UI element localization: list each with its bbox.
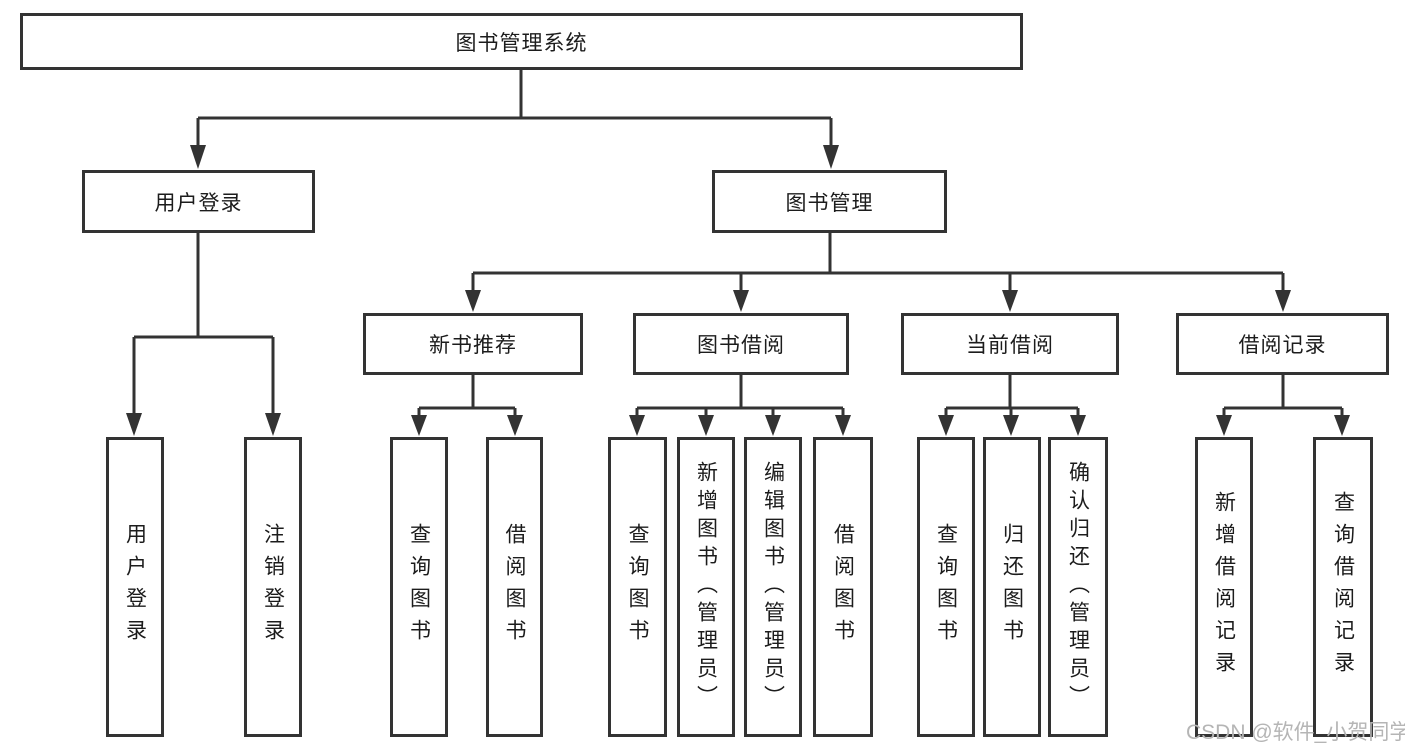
leaf-return-books-label: 归还图书 (1000, 523, 1024, 651)
leaf-query-borrow-record-label: 查询借阅记录 (1331, 491, 1355, 683)
connector-borrowing-split (635, 375, 845, 418)
node-book-borrowing-label: 图书借阅 (697, 334, 785, 357)
node-book-management: 图书管理 (712, 170, 947, 233)
node-borrowing-records: 借阅记录 (1176, 313, 1389, 375)
node-current-borrowing: 当前借阅 (901, 313, 1119, 375)
leaf-logout: 注销登录 (244, 437, 302, 737)
node-book-borrowing: 图书借阅 (633, 313, 849, 375)
leaf-edit-books-admin: 编辑图书（管理员） (744, 437, 802, 737)
node-user-login-label: 用户登录 (154, 191, 243, 215)
arrowhead-userlogin-leaves (126, 413, 281, 436)
arrowhead-level3 (465, 290, 1291, 312)
leaf-borrow-books-2: 借阅图书 (813, 437, 873, 737)
csdn-watermark: CSDN @软件_小贺同学 (1186, 721, 1405, 744)
leaf-query-books-2: 查询图书 (608, 437, 667, 737)
leaf-borrow-books-2-label: 借阅图书 (831, 523, 855, 651)
connector-bookmgmt-split (471, 233, 1285, 292)
arrowhead-level2 (190, 145, 839, 169)
node-library-system: 图书管理系统 (20, 13, 1023, 70)
leaf-add-books-admin: 新增图书（管理员） (677, 437, 735, 737)
connector-userlogin-split (132, 233, 275, 416)
connector-records-split (1222, 375, 1344, 418)
leaf-confirm-return-admin-label: 确认归还（管理员） (1066, 461, 1090, 713)
leaf-logout-label: 注销登录 (261, 523, 285, 651)
arrowhead-level4 (411, 415, 1350, 436)
connector-current-split (944, 375, 1080, 418)
leaf-query-books-3: 查询图书 (917, 437, 975, 737)
leaf-add-borrow-record: 新增借阅记录 (1195, 437, 1253, 737)
leaf-confirm-return-admin: 确认归还（管理员） (1048, 437, 1108, 737)
leaf-borrow-books-1-label: 借阅图书 (503, 523, 526, 651)
connector-root-split (196, 70, 833, 148)
node-book-management-label: 图书管理 (785, 191, 874, 215)
leaf-add-borrow-record-label: 新增借阅记录 (1212, 491, 1236, 683)
leaf-query-books-2-label: 查询图书 (626, 523, 649, 651)
node-borrowing-records-label: 借阅记录 (1238, 334, 1327, 357)
leaf-query-borrow-record: 查询借阅记录 (1313, 437, 1373, 737)
node-new-book-recommend-label: 新书推荐 (429, 334, 517, 357)
leaf-return-books: 归还图书 (983, 437, 1041, 737)
leaf-query-books-1: 查询图书 (390, 437, 448, 737)
leaf-edit-books-admin-label: 编辑图书（管理员） (761, 461, 785, 713)
node-user-login: 用户登录 (82, 170, 315, 233)
node-current-borrowing-label: 当前借阅 (966, 334, 1054, 357)
connector-newbooks-split (417, 375, 517, 418)
leaf-query-books-3-label: 查询图书 (934, 523, 958, 651)
leaf-user-login-label: 用户登录 (123, 523, 147, 651)
leaf-add-books-admin-label: 新增图书（管理员） (694, 461, 718, 713)
node-library-system-label: 图书管理系统 (455, 31, 588, 55)
leaf-user-login: 用户登录 (106, 437, 164, 737)
node-new-book-recommend: 新书推荐 (363, 313, 583, 375)
leaf-borrow-books-1: 借阅图书 (486, 437, 543, 737)
leaf-query-books-1-label: 查询图书 (407, 523, 431, 651)
